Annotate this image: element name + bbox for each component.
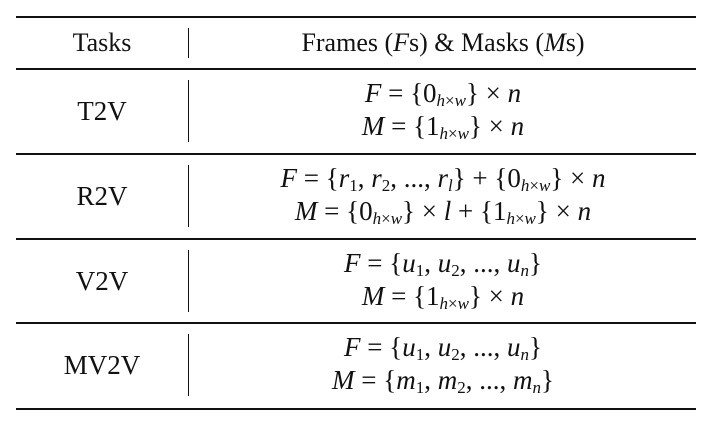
masks-formula: M = {0h×w} × l + {1h×w} × n	[294, 196, 592, 228]
column-separator	[188, 334, 190, 396]
masks-formula: M = {1h×w} × n	[361, 111, 525, 143]
header-frames-masks: Frames (Fs) & Masks (Ms)	[301, 28, 585, 57]
task-label: T2V	[77, 96, 127, 126]
frames-formula: F = {u1, u2, ..., un}	[344, 248, 542, 280]
row-divider	[16, 153, 696, 155]
row-divider	[16, 238, 696, 240]
column-separator	[188, 80, 190, 142]
task-label: R2V	[76, 181, 128, 211]
masks-formula: M = {1h×w} × n	[361, 281, 525, 313]
frames-formula: F = {r1, r2, ..., rl} + {0h×w} × n	[280, 163, 606, 195]
bottom-rule	[16, 408, 696, 410]
top-rule	[16, 16, 696, 18]
row-divider	[16, 322, 696, 324]
frames-formula: F = {0h×w} × n	[364, 78, 522, 110]
header-rule	[16, 68, 696, 70]
task-label: V2V	[75, 266, 129, 296]
masks-formula: M = {m1, m2, ..., mn}	[332, 365, 554, 397]
column-separator	[188, 28, 190, 58]
frames-formula: F = {u1, u2, ..., un}	[344, 332, 542, 364]
task-label: MV2V	[63, 350, 141, 380]
column-separator	[188, 165, 190, 227]
header-tasks: Tasks	[72, 28, 132, 57]
column-separator	[188, 250, 190, 312]
